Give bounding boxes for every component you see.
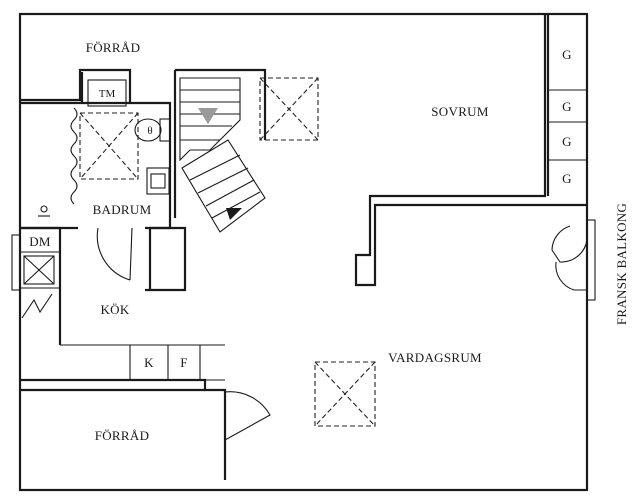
room-label-fransk-balkong: FRANSK BALKONG <box>614 203 629 325</box>
fixture-label-dm: DM <box>29 234 51 249</box>
room-label-vardagsrum: VARDAGSRUM <box>388 350 482 365</box>
wardrobe-label-g-2: G <box>562 99 572 114</box>
staircase <box>179 77 266 233</box>
stove-icon <box>23 255 55 285</box>
skylights <box>79 77 376 427</box>
kitchen-zigzag <box>21 293 53 319</box>
stair-arrow-up-icon <box>198 108 218 124</box>
shower-curtain <box>70 107 78 205</box>
toilet-icon <box>134 118 171 142</box>
drain-icon <box>38 205 50 217</box>
room-label-sovrum: SOVRUM <box>431 104 489 119</box>
wardrobe-label-g-4: G <box>562 171 572 186</box>
wardrobe-label-g-1: G <box>562 47 572 62</box>
wardrobe-label-g-3: G <box>562 134 572 149</box>
sink-icon <box>146 167 170 195</box>
outer-walls <box>18 12 589 492</box>
fransk-balkong-rail <box>586 219 596 301</box>
room-label-kok: KÖK <box>100 302 129 317</box>
room-label-forrad-bottom: FÖRRÅD <box>95 428 150 443</box>
fixture-label-f: F <box>180 355 188 370</box>
interior-walls <box>20 14 587 480</box>
room-label-forrad-top: FÖRRÅD <box>86 40 141 55</box>
fixture-label-tm: TM <box>99 88 116 100</box>
toilet-symbol: θ <box>147 125 152 137</box>
doors <box>96 225 588 441</box>
tm-cabinet <box>87 79 127 107</box>
fixture-label-k: K <box>144 355 154 370</box>
room-label-badrum: BADRUM <box>93 202 152 217</box>
stair-arrow-down-icon <box>226 208 242 220</box>
left-window <box>11 234 21 291</box>
